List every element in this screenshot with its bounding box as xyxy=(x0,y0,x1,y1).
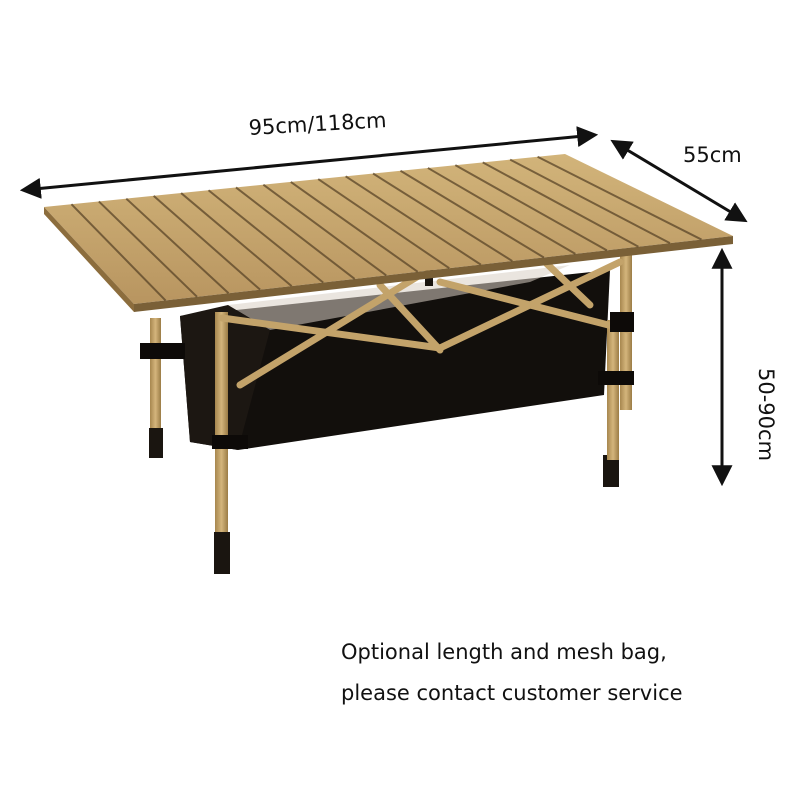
bag-straps xyxy=(140,312,634,449)
slat-seam xyxy=(153,195,261,291)
slat-seam xyxy=(235,186,356,280)
slat-seam xyxy=(262,183,387,277)
note-line-1: Optional length and mesh bag, xyxy=(341,640,667,664)
slat-seam xyxy=(317,178,450,270)
length-arrow xyxy=(19,126,599,199)
slat-seam xyxy=(98,200,198,298)
slat-seam xyxy=(372,172,513,262)
slat-seam xyxy=(509,158,671,245)
height-label: 50-90cm xyxy=(754,368,778,462)
slat-seam xyxy=(180,192,293,287)
slat-seam xyxy=(482,161,639,248)
slat-seam xyxy=(537,155,702,241)
cross-braces xyxy=(218,258,632,389)
slat-seam xyxy=(399,169,545,259)
tabletop xyxy=(44,154,733,312)
slat-seam xyxy=(125,197,230,294)
slat-seam xyxy=(290,181,419,273)
slat-seam xyxy=(454,164,608,252)
slat-seam xyxy=(427,167,576,255)
note-line-2: please contact customer service xyxy=(341,681,683,705)
width-arrow xyxy=(610,139,748,223)
slat-seam xyxy=(70,203,167,302)
width-label: 55cm xyxy=(683,143,742,167)
slat-seam xyxy=(207,189,324,284)
slat-seam xyxy=(345,175,482,266)
